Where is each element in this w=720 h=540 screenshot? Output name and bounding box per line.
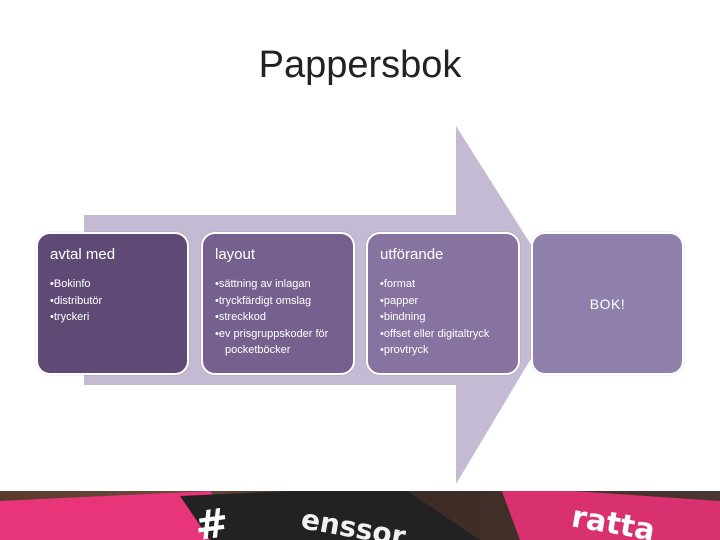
step-items: sättning av inlagan tryckfärdigt omslag … (215, 276, 341, 359)
dark-book (180, 491, 480, 540)
step-items: format papper bindning offset eller digi… (380, 276, 506, 359)
list-item: tryckeri (50, 309, 175, 326)
list-item: papper (380, 293, 506, 310)
list-item: provtryck (380, 342, 506, 359)
list-item: streckkod (215, 309, 341, 326)
book-photo-graphic: # enssor ratta (0, 491, 720, 540)
step-items: Bokinfo distributör tryckeri (50, 276, 175, 326)
step-card-utforande: utförande format papper bindning offset … (366, 232, 520, 375)
list-item: tryckfärdigt omslag (215, 293, 341, 310)
book-photo: # enssor ratta (0, 491, 720, 540)
step-card-avtal: avtal med Bokinfo distributör tryckeri (36, 232, 189, 375)
step-heading: utförande (380, 246, 444, 263)
step-heading: layout (215, 246, 256, 263)
list-item: sättning av inlagan (215, 276, 341, 293)
list-item: offset eller digitaltryck (380, 326, 506, 343)
final-step-label: BOK! (589, 295, 626, 312)
list-item: ev prisgruppskoder för pocketböcker (215, 326, 341, 359)
list-item: distributör (50, 293, 175, 310)
list-item: format (380, 276, 506, 293)
step-card-final: BOK! (531, 232, 684, 375)
step-heading: avtal med (50, 246, 116, 263)
list-item: bindning (380, 309, 506, 326)
slide-title: Pappersbok (258, 44, 462, 86)
book-spine-text: # (192, 500, 232, 540)
list-item: Bokinfo (50, 276, 175, 293)
pink-book (501, 491, 720, 540)
step-card-layout: layout sättning av inlagan tryckfärdigt … (201, 232, 355, 375)
